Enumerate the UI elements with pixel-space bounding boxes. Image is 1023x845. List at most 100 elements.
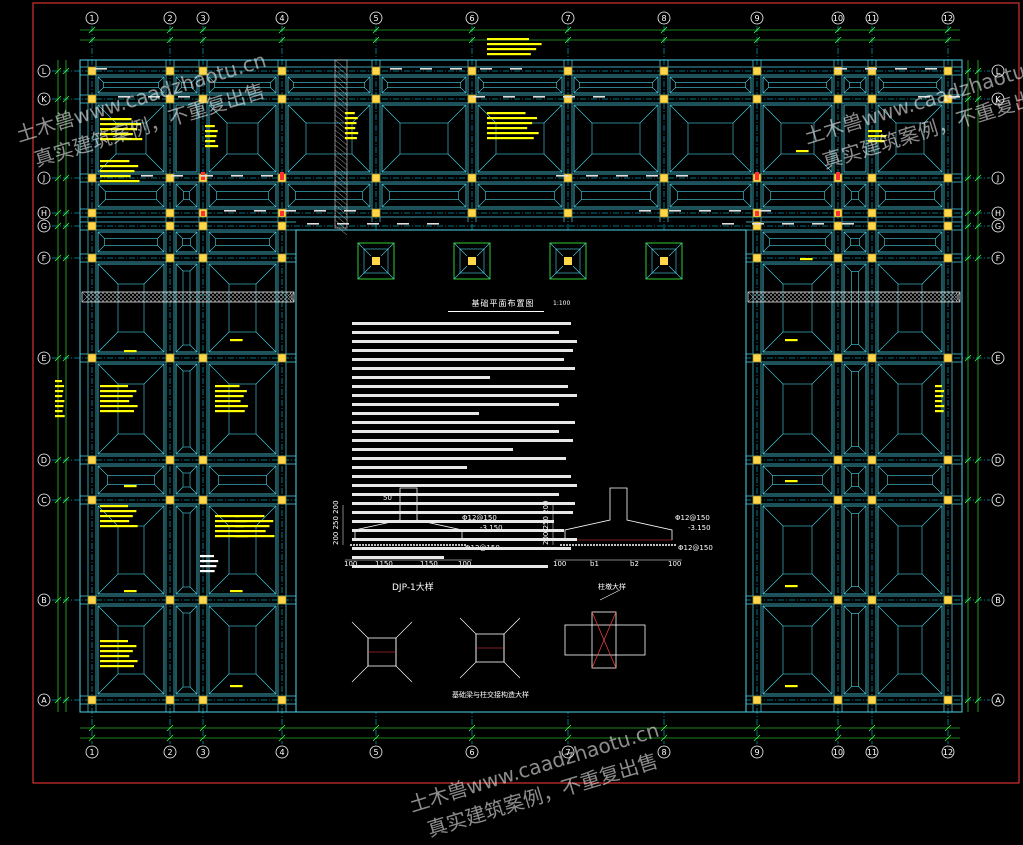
note-line (352, 383, 592, 392)
rebar-note (487, 38, 542, 56)
note-line (352, 464, 592, 473)
courtyard-void (295, 229, 747, 713)
joint-detail-1 (351, 621, 413, 683)
slab-panel (175, 605, 198, 695)
column-pier (943, 353, 953, 363)
rebar-right-top: Φ12@150 (675, 514, 710, 522)
beam-label (865, 68, 877, 70)
column-pier (833, 221, 843, 231)
axis-bubble-left-E: E (37, 351, 51, 365)
foundation-beams (79, 59, 963, 713)
rebar-note (230, 590, 243, 593)
svg-text:3: 3 (200, 14, 205, 23)
detail-title-djp: DJP-1大样 (392, 583, 434, 593)
dim-tick (54, 222, 62, 230)
dim-tick (278, 724, 286, 732)
column-pier (563, 94, 573, 104)
rebar-note (785, 339, 798, 342)
dim-left-b1: 1150 (375, 560, 393, 568)
slab-panel (762, 104, 833, 173)
svg-text:1: 1 (89, 748, 94, 757)
beam-label (201, 175, 213, 177)
dim-tick (964, 209, 972, 217)
column-pier (198, 221, 208, 231)
slab-panel (287, 76, 371, 94)
dim-tick (964, 67, 972, 75)
slab-panel (877, 363, 943, 455)
dim-tick (62, 209, 70, 217)
note-line (352, 320, 592, 329)
rebar-note (200, 555, 219, 573)
dim-tick (278, 734, 286, 742)
column-pier (752, 94, 762, 104)
axis-bubble-bottom-4: 4 (275, 745, 289, 759)
dim-tick (62, 596, 70, 604)
svg-text:2: 2 (167, 14, 172, 23)
section-djp-right (552, 487, 682, 561)
slab-panel (762, 231, 833, 253)
svg-text:6: 6 (469, 14, 474, 23)
axis-bubble-right-E: E (991, 351, 1005, 365)
rebar-note (205, 125, 219, 148)
column-pier (277, 253, 287, 263)
beam-label (533, 96, 545, 98)
beam-label (141, 175, 153, 177)
slab-panel (175, 363, 198, 455)
dim-tick (944, 36, 952, 44)
svg-text:B: B (995, 596, 1001, 605)
svg-text:D: D (41, 456, 47, 465)
column-pier (165, 253, 175, 263)
svg-text:4: 4 (279, 748, 284, 757)
rebar-note (935, 385, 945, 413)
column-pier (277, 695, 287, 705)
svg-text:A: A (41, 696, 47, 705)
beam-label (314, 210, 326, 212)
rebar-note (55, 380, 65, 418)
note-line (352, 518, 592, 527)
dim-tick (468, 36, 476, 44)
hatch-strip (81, 291, 295, 303)
axis-bubble-right-L: L (991, 64, 1005, 78)
svg-text:9: 9 (754, 748, 759, 757)
dim-tick (753, 724, 761, 732)
column-pier (867, 353, 877, 363)
rebar-note (785, 480, 798, 483)
slab-panel (843, 76, 867, 94)
slab-panel (97, 231, 165, 253)
dim-tick (834, 36, 842, 44)
dim-tick (964, 456, 972, 464)
axis-bubble-bottom-10: 10 (831, 745, 845, 759)
column-pier (833, 695, 843, 705)
axis-bubble-left-J: J (37, 171, 51, 185)
dim-tick (753, 36, 761, 44)
rebar-note (230, 685, 243, 688)
note-line (352, 365, 592, 374)
column-pier (943, 221, 953, 231)
column-pier (371, 94, 381, 104)
column-pier (833, 94, 843, 104)
rebar-note (124, 590, 137, 593)
dim-tick (199, 734, 207, 742)
column-pier (943, 695, 953, 705)
dim-tick (868, 36, 876, 44)
dim-tick (974, 209, 982, 217)
column-pier (198, 253, 208, 263)
dim-tick (166, 734, 174, 742)
axis-bubble-top-12: 12 (941, 11, 955, 25)
dim-tick (372, 26, 380, 34)
axis-bubble-right-F: F (991, 251, 1005, 265)
dim-tick (54, 456, 62, 464)
column-pier (867, 495, 877, 505)
beam-label (835, 68, 847, 70)
dim-tick (564, 36, 572, 44)
slab-panel (97, 605, 165, 695)
rebar-note (124, 485, 137, 488)
beam-label (616, 175, 628, 177)
slab-panel (573, 104, 659, 173)
dim-tick (660, 26, 668, 34)
svg-text:F: F (42, 254, 47, 263)
axis-bubble-left-C: C (37, 493, 51, 507)
dim-tick (660, 36, 668, 44)
dim-tick (54, 596, 62, 604)
